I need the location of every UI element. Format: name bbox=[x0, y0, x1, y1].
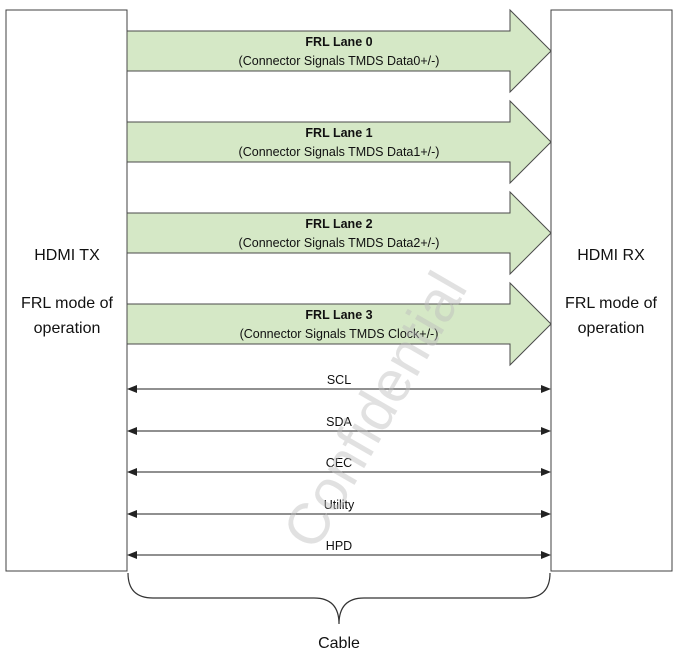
frl-lane-2-title: FRL Lane 2 bbox=[305, 217, 372, 231]
signal-hpd-label: HPD bbox=[326, 539, 352, 553]
signal-sda-left-arrowhead bbox=[127, 427, 137, 435]
signal-sda-right-arrowhead bbox=[541, 427, 551, 435]
signal-utility: Utility bbox=[127, 498, 551, 518]
cable-label: Cable bbox=[318, 635, 360, 652]
signal-utility-label: Utility bbox=[324, 498, 355, 512]
frl-lane-0: FRL Lane 0 (Connector Signals TMDS Data0… bbox=[126, 8, 552, 94]
frl-lane-2-arrow bbox=[126, 190, 552, 276]
cable-brace bbox=[127, 572, 551, 625]
signal-sda: SDA bbox=[127, 415, 551, 435]
signal-hpd: HPD bbox=[127, 539, 551, 559]
hdmi-tx-box bbox=[5, 9, 128, 572]
signal-utility-left-arrowhead bbox=[127, 510, 137, 518]
hdmi-tx-mode-line1: FRL mode of bbox=[21, 295, 113, 312]
hdmi-tx-block: HDMI TX FRL mode of operation bbox=[5, 9, 128, 572]
frl-lane-2: FRL Lane 2 (Connector Signals TMDS Data2… bbox=[126, 190, 552, 276]
frl-lane-0-title: FRL Lane 0 bbox=[305, 35, 372, 49]
cable-group: Cable bbox=[127, 572, 551, 652]
frl-lane-0-subtitle: (Connector Signals TMDS Data0+/-) bbox=[239, 54, 440, 68]
frl-lane-3-arrow bbox=[126, 281, 552, 367]
frl-lane-3-subtitle: (Connector Signals TMDS Clock+/-) bbox=[240, 327, 439, 341]
frl-lane-3: FRL Lane 3 (Connector Signals TMDS Clock… bbox=[126, 281, 552, 367]
signal-cec-right-arrowhead bbox=[541, 468, 551, 476]
hdmi-rx-block: HDMI RX FRL mode of operation bbox=[550, 9, 673, 572]
frl-lanes: FRL Lane 0 (Connector Signals TMDS Data0… bbox=[126, 8, 552, 367]
frl-lane-3-title: FRL Lane 3 bbox=[305, 308, 372, 322]
signal-cec-left-arrowhead bbox=[127, 468, 137, 476]
hdmi-rx-mode-line2: operation bbox=[578, 320, 645, 337]
signal-lines: SCL SDA CEC Utility bbox=[127, 373, 551, 559]
signal-scl-right-arrowhead bbox=[541, 385, 551, 393]
signal-cec-label: CEC bbox=[326, 456, 352, 470]
hdmi-rx-box bbox=[550, 9, 673, 572]
frl-lane-1-title: FRL Lane 1 bbox=[305, 126, 372, 140]
signal-scl-label: SCL bbox=[327, 373, 351, 387]
hdmi-rx-mode-line1: FRL mode of bbox=[565, 295, 657, 312]
frl-lane-1: FRL Lane 1 (Connector Signals TMDS Data1… bbox=[126, 99, 552, 185]
frl-lane-1-subtitle: (Connector Signals TMDS Data1+/-) bbox=[239, 145, 440, 159]
signal-hpd-right-arrowhead bbox=[541, 551, 551, 559]
frl-lane-1-arrow bbox=[126, 99, 552, 185]
hdmi-tx-mode-line2: operation bbox=[34, 320, 101, 337]
signal-scl: SCL bbox=[127, 373, 551, 393]
hdmi-tx-title: HDMI TX bbox=[34, 247, 100, 264]
signal-sda-label: SDA bbox=[326, 415, 352, 429]
signal-cec: CEC bbox=[127, 456, 551, 476]
hdmi-rx-title: HDMI RX bbox=[577, 247, 645, 264]
signal-hpd-left-arrowhead bbox=[127, 551, 137, 559]
signal-utility-right-arrowhead bbox=[541, 510, 551, 518]
frl-lane-0-arrow bbox=[126, 8, 552, 94]
signal-scl-left-arrowhead bbox=[127, 385, 137, 393]
frl-lane-2-subtitle: (Connector Signals TMDS Data2+/-) bbox=[239, 236, 440, 250]
